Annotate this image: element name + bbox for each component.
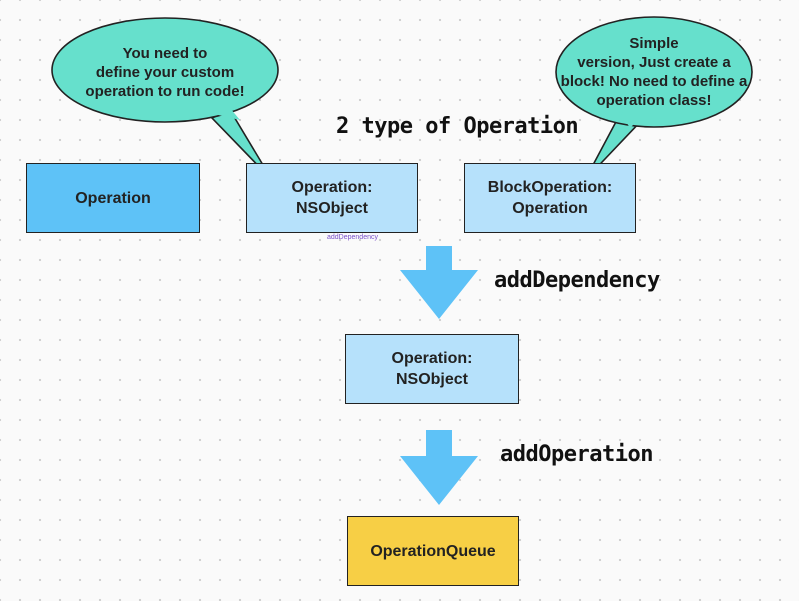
down-arrow-1 xyxy=(400,246,478,319)
operation-queue-box: OperationQueue xyxy=(347,516,519,586)
tiny-add-dependency-label: addDependency xyxy=(327,234,378,241)
operation-nsobject-box: Operation: NSObject xyxy=(246,163,418,233)
operation-nsobject-box-2: Operation: NSObject xyxy=(345,334,519,404)
speech-bubble-right-body xyxy=(555,16,753,128)
block-operation-box: BlockOperation: Operation xyxy=(464,163,636,233)
add-dependency-label: addDependency xyxy=(494,268,660,293)
heading-label: 2 type of Operation xyxy=(336,114,579,139)
add-operation-label: addOperation xyxy=(500,442,653,467)
operation-box: Operation xyxy=(26,163,200,233)
speech-bubble-left-text: You need to define your custom operation… xyxy=(85,45,245,100)
down-arrow-2 xyxy=(400,430,478,505)
speech-bubble-left-body xyxy=(51,17,279,123)
speech-bubble-right-text: Simple version, Just create a block! No … xyxy=(560,35,748,109)
